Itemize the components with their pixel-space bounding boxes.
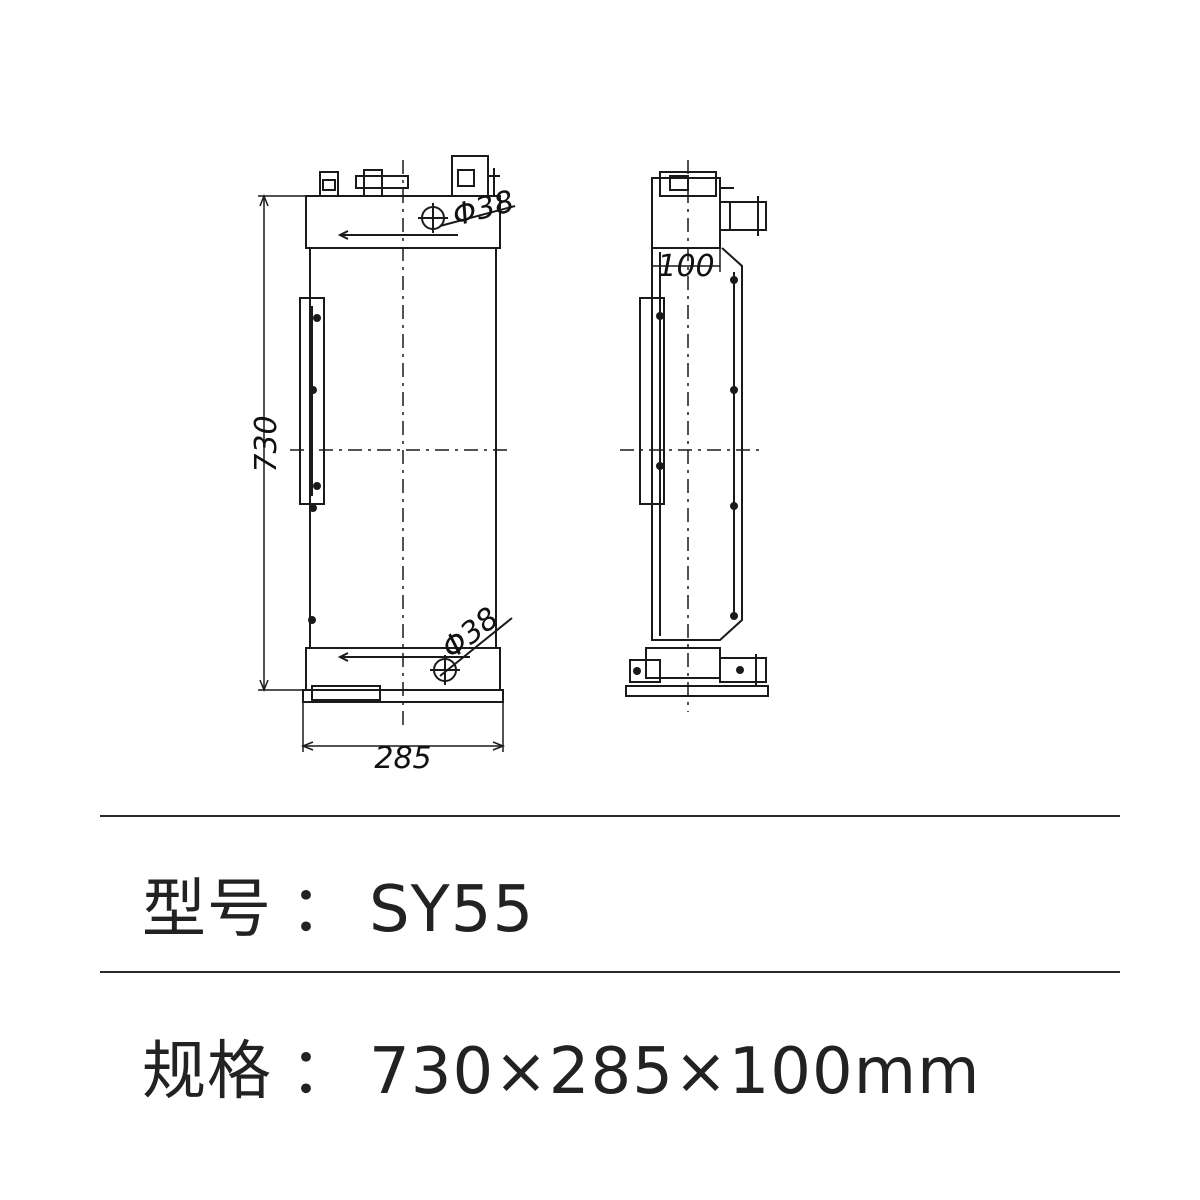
side-base-plate [625,685,769,697]
side-view: 100 [620,160,769,712]
technical-drawing: 730 285 Φ38 Φ38 [249,155,769,776]
side-mount-bar [299,297,325,624]
model-row: 型号：SY55 [142,858,534,950]
model-label: 型号 [142,873,272,947]
size-separator: ： [290,1035,355,1109]
width-dim-label: 285 [374,741,431,776]
size-label: 规格 [142,1035,272,1109]
side-body [651,247,743,641]
model-separator: ： [290,873,355,947]
model-value: SY55 [369,873,535,947]
center-lines [290,160,510,730]
depth-dim-label: 100 [657,249,714,284]
divider-top [100,815,1120,817]
bottom-port [311,617,513,701]
top-brackets [319,155,500,197]
front-view: 730 285 Φ38 Φ38 [249,155,518,776]
height-dimension [258,193,306,693]
size-row: 规格：730×285×100mm [142,1020,980,1112]
divider-middle [100,971,1120,973]
depth-dimension [651,240,721,272]
size-value: 730×285×100mm [369,1035,981,1109]
side-bottom-block [645,647,721,679]
height-dim-label: 730 [249,415,284,472]
side-top-block [651,177,721,249]
top-port [337,203,516,240]
side-view-mount-bar [639,297,665,505]
width-dimension [300,702,506,752]
top-port-label: Φ38 [449,184,518,234]
side-center-lines [620,160,760,712]
side-pipe-stub [719,201,767,231]
side-bottom-pipe [719,657,767,683]
